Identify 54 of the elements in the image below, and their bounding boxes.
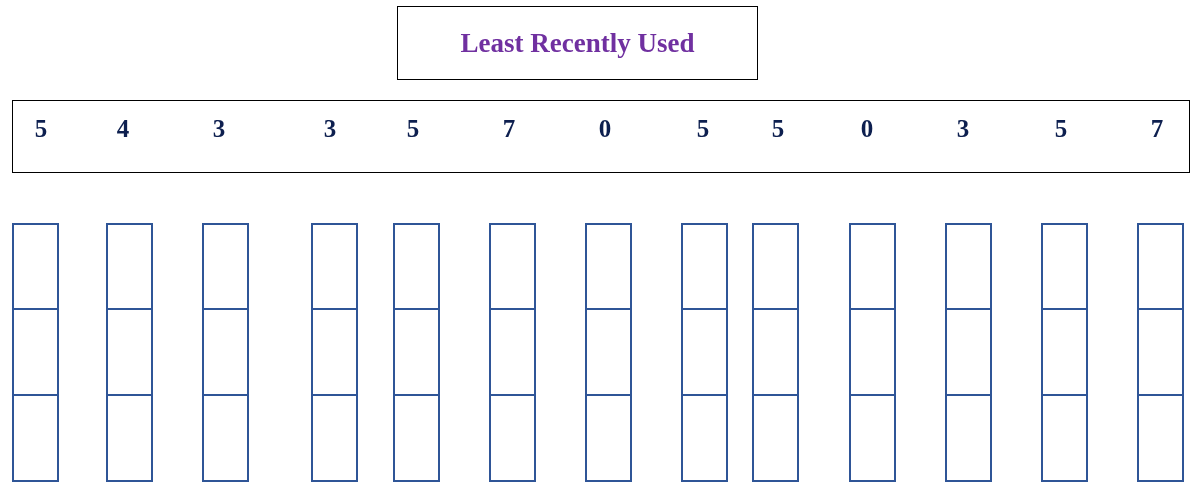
frame-slot <box>849 308 896 396</box>
reference-number: 7 <box>502 115 516 143</box>
reference-number: 7 <box>1150 115 1164 143</box>
reference-string-box <box>12 100 1190 173</box>
frame-slot <box>202 394 249 482</box>
frame-slot <box>1041 308 1088 396</box>
frame-slot <box>681 308 728 396</box>
frame-slot <box>202 223 249 310</box>
frame-slot <box>1041 223 1088 310</box>
frame-slot <box>393 223 440 310</box>
frame-slot <box>12 394 59 482</box>
frame-slot <box>1137 308 1184 396</box>
frame-slot <box>311 308 358 396</box>
reference-number: 0 <box>860 115 874 143</box>
frame-slot <box>311 223 358 310</box>
frame-slot <box>393 394 440 482</box>
reference-number: 0 <box>598 115 612 143</box>
reference-number: 5 <box>696 115 710 143</box>
frame-slot <box>945 223 992 310</box>
frame-slot <box>393 308 440 396</box>
frame-slot <box>849 394 896 482</box>
frame-slot <box>489 308 536 396</box>
frame-slot <box>12 308 59 396</box>
frame-slot <box>1041 394 1088 482</box>
reference-number: 3 <box>323 115 337 143</box>
reference-number: 5 <box>771 115 785 143</box>
reference-number: 5 <box>1054 115 1068 143</box>
frame-slot <box>311 394 358 482</box>
reference-number: 5 <box>34 115 48 143</box>
reference-number: 3 <box>212 115 226 143</box>
frame-slot <box>489 394 536 482</box>
frame-slot <box>489 223 536 310</box>
frame-slot <box>585 308 632 396</box>
frame-slot <box>681 223 728 310</box>
reference-number: 5 <box>406 115 420 143</box>
frame-slot <box>585 394 632 482</box>
reference-number: 4 <box>116 115 130 143</box>
frame-slot <box>752 223 799 310</box>
title: Least Recently Used <box>460 27 695 59</box>
frame-slot <box>849 223 896 310</box>
frame-slot <box>106 394 153 482</box>
frame-slot <box>752 394 799 482</box>
frame-slot <box>945 308 992 396</box>
frame-slot <box>1137 394 1184 482</box>
frame-slot <box>12 223 59 310</box>
frame-slot <box>202 308 249 396</box>
frame-slot <box>752 308 799 396</box>
frame-slot <box>106 223 153 310</box>
frame-slot <box>585 223 632 310</box>
frame-slot <box>681 394 728 482</box>
frame-slot <box>106 308 153 396</box>
frame-slot <box>945 394 992 482</box>
reference-number: 3 <box>956 115 970 143</box>
frame-slot <box>1137 223 1184 310</box>
